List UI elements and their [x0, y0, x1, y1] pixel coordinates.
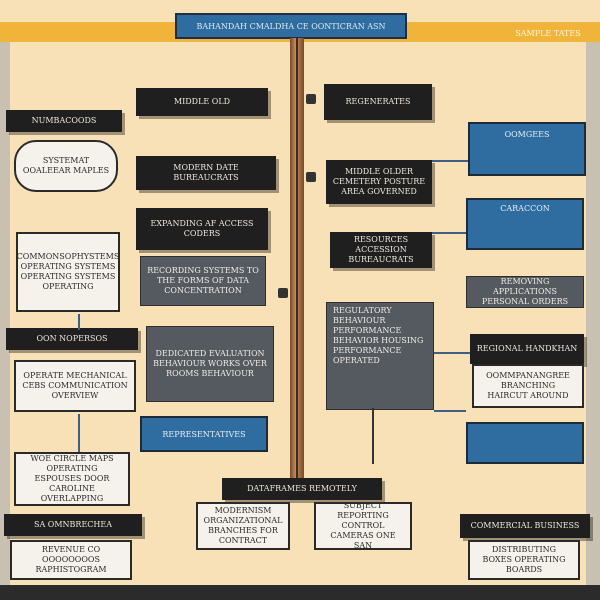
right-gray-1: REMOVING APPLICATIONS PERSONAL ORDERS — [466, 276, 584, 308]
connector-line — [434, 352, 470, 354]
center-label-4: DATAFRAMES REMOTELY — [222, 478, 382, 500]
connector-line — [432, 160, 468, 162]
right-margin — [586, 42, 600, 585]
connector-line — [372, 408, 374, 464]
right-label-1: COMMERCIAL BUSINESS — [460, 514, 590, 538]
left-block-2: MODERN DATE BUREAUCRATS — [136, 156, 276, 190]
left-card-2: OPERATE MECHANICAL CEBS COMMUNICATION OV… — [14, 360, 136, 412]
left-gray-1: RECORDING SYSTEMS TO THE FORMS OF DATA C… — [140, 256, 266, 306]
connector-line — [432, 232, 466, 234]
connector-line — [78, 314, 80, 330]
left-block-3: EXPANDING AF ACCESS CODERS — [136, 208, 268, 250]
left-label-2: OON NOPERSOS — [6, 328, 138, 350]
center-block-3: RESOURCES ACCESSION BUREAUCRATS — [330, 232, 432, 268]
pole-pin — [278, 288, 288, 298]
right-block-1: REGIONAL HANDKHAN — [470, 334, 584, 364]
center-block-2: MIDDLE OLDER CEMETERY POSTURE AREA GOVER… — [326, 160, 432, 204]
connector-line — [434, 410, 466, 412]
pole-pin — [306, 172, 316, 182]
central-pole-core — [296, 38, 298, 478]
left-card-1: COMMONSOPHYSTEMS OPERATING SYSTEMS OPERA… — [16, 232, 120, 312]
right-card-2: DISTRIBUTING BOXES OPERATING BOARDS — [468, 540, 580, 580]
right-blue-2: CARACCON — [466, 198, 584, 250]
left-top-label: NUMBACOODS — [6, 110, 122, 132]
center-card-2: SUBJECT REPORTING CONTROL CAMERAS ONE SA… — [314, 501, 412, 550]
left-card-4: REVENUE CO OOOOOOOOS RAPHISTOGRAM — [10, 540, 132, 580]
right-blue-1-label: OOMGEES — [504, 130, 550, 139]
left-label-3: SA OMNBRECHEA — [4, 514, 142, 536]
connector-line — [78, 414, 80, 452]
cloud-node: SYSTEMAT OOALEEAR MAPLES — [14, 140, 118, 192]
corner-label: SAMPLE TATES — [515, 28, 581, 38]
left-block-1: MIDDLE OLD — [136, 88, 268, 116]
left-gray-2: DEDICATED EVALUATION BEHAVIOUR WORKS OVE… — [146, 326, 274, 402]
left-blue-label: REPRESENTATIVES — [140, 416, 268, 452]
right-blue-2-label: CARACCON — [500, 204, 550, 213]
left-card-3: WOE CIRCLE MAPS OPERATING ESPOUSES DOOR … — [14, 452, 130, 506]
right-blue-1: OOMGEES — [468, 122, 586, 176]
right-card-1: OOMMPANANGREE BRANCHING HAIRCUT AROUND — [472, 364, 584, 408]
bottom-bar — [0, 585, 600, 600]
center-gray-1: REGULATORY BEHAVIOUR PERFORMANCE BEHAVIO… — [326, 302, 434, 410]
right-blue-3 — [466, 422, 584, 464]
center-block-1: REGENERATES — [324, 84, 432, 120]
pole-pin — [306, 94, 316, 104]
diagram-title: BAHANDAH CMALDHA CE OONTICRAN ASN — [175, 13, 407, 39]
left-margin — [0, 42, 10, 585]
center-card-1: MODERNISM ORGANIZATIONAL BRANCHES FOR CO… — [196, 502, 290, 550]
